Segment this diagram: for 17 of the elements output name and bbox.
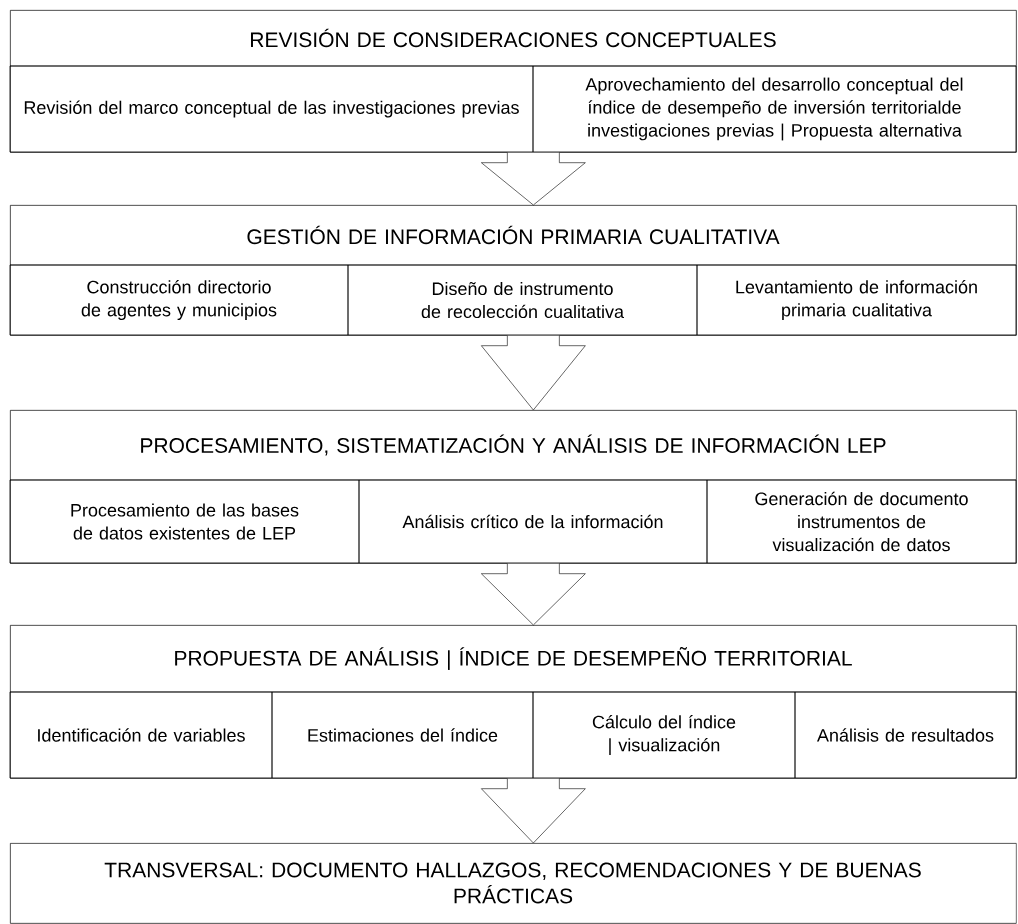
step-cell: Generación de documento instrumentos de visualización de datos	[706, 479, 1017, 564]
stage-box: TRANSVERSAL: DOCUMENTO HALLAZGOS, RECOMENDACIONES Y DE BUENAS PRÁCTICAS	[10, 843, 1017, 924]
step-cell: Análisis de resultados	[794, 691, 1017, 779]
step-cell: Procesamiento de las bases de datos existentes de LEP	[9, 479, 360, 564]
block-arrow	[481, 335, 586, 411]
step-cell: Identificación de variables	[9, 691, 273, 779]
step-cell: Cálculo del índice | visualización	[532, 691, 796, 779]
block-arrow	[481, 152, 586, 206]
block-arrow	[481, 563, 586, 626]
step-cell: Revisión del marco conceptual de las investigaciones previas	[9, 65, 534, 153]
step-cell: Diseño de instrumento de recolección cualitativa	[347, 264, 698, 336]
step-cell: Análisis crítico de la información	[358, 479, 708, 564]
step-cell: Levantamiento de información primaria cualitativa	[696, 264, 1017, 336]
step-cell: Estimaciones del índice	[271, 691, 534, 779]
block-arrow	[481, 778, 586, 844]
step-cell: Construcción directorio de agentes y municipios	[9, 264, 349, 336]
step-cell: Aprovechamiento del desarrollo conceptual del índice de desempeño de inversión territorialde investigaciones previas | Propuesta alternativa	[532, 65, 1017, 153]
